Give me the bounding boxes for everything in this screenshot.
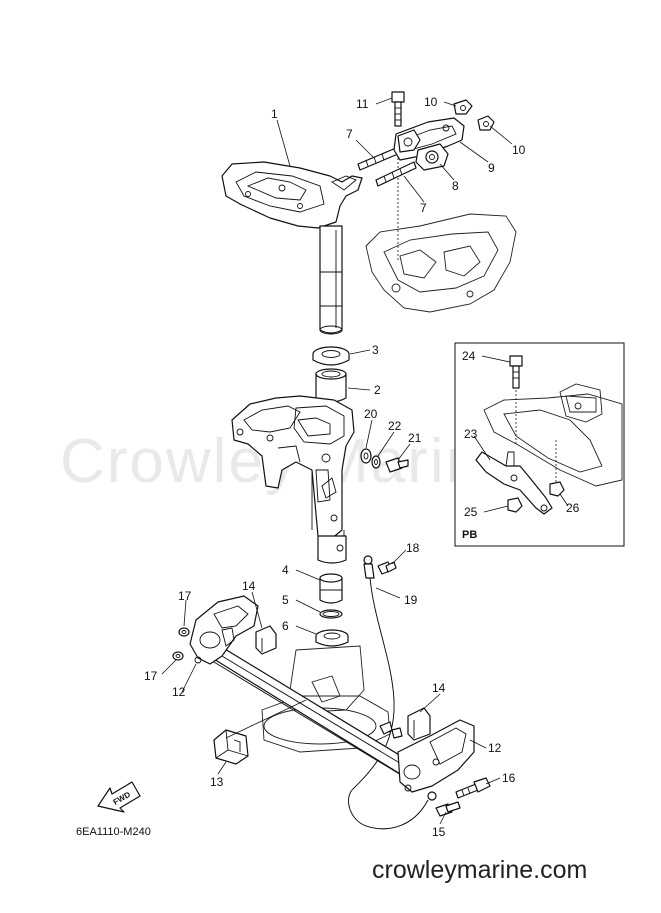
callout-17-lower: 17 xyxy=(144,669,158,683)
nut-part-25[interactable] xyxy=(507,497,523,513)
callout-19: 19 xyxy=(404,593,418,607)
callout-23: 23 xyxy=(464,427,478,441)
clamp-bracket-part-12-right[interactable] xyxy=(397,719,475,793)
stud-bolt-part-7-upper[interactable] xyxy=(357,147,399,171)
mount-part-8[interactable] xyxy=(397,129,449,171)
washer-part-20[interactable] xyxy=(360,448,372,464)
callout-7-lower: 7 xyxy=(420,201,427,215)
callout-26: 26 xyxy=(566,501,580,515)
washer-part-17-upper[interactable] xyxy=(178,627,190,637)
bolt-part-11[interactable] xyxy=(391,91,405,127)
callout-12-left: 12 xyxy=(172,685,186,699)
screw-part-21[interactable] xyxy=(385,457,409,473)
callout-24: 24 xyxy=(462,349,476,363)
callout-2: 2 xyxy=(374,383,381,397)
callout-10-right: 10 xyxy=(512,143,526,157)
swivel-bracket-body xyxy=(231,395,355,564)
callout-13: 13 xyxy=(210,775,224,789)
fwd-arrow-icon xyxy=(97,781,141,813)
block-part-13[interactable] xyxy=(213,729,249,765)
screw-tube-fastener xyxy=(379,721,403,739)
pad-part-14-right[interactable] xyxy=(407,707,431,741)
callout-12-right: 12 xyxy=(488,741,502,755)
leader-lines xyxy=(161,97,569,825)
diagram-code: 6EA1110-M240 xyxy=(76,826,151,838)
callout-11: 11 xyxy=(356,97,369,111)
inset-label: PB xyxy=(462,529,477,541)
callout-6: 6 xyxy=(282,619,289,633)
bushing-part-2[interactable] xyxy=(315,368,347,403)
callout-14-left: 14 xyxy=(242,579,256,593)
inset-pb-panel xyxy=(454,342,625,547)
callout-20: 20 xyxy=(364,407,378,421)
callout-7-upper: 7 xyxy=(346,127,353,141)
plate-part-23[interactable] xyxy=(475,451,553,515)
steering-arm-part-1[interactable] xyxy=(221,161,363,335)
o-ring-part-5[interactable] xyxy=(319,609,343,619)
bolt-part-24[interactable] xyxy=(509,355,523,389)
callout-22: 22 xyxy=(388,419,402,433)
callout-9: 9 xyxy=(488,161,495,175)
callout-16: 16 xyxy=(502,771,516,785)
pad-part-14-left[interactable] xyxy=(255,625,277,655)
callout-10-upper: 10 xyxy=(424,95,438,109)
callout-25: 25 xyxy=(464,505,478,519)
ground-lead-part-19[interactable] xyxy=(348,555,437,830)
callout-4: 4 xyxy=(282,563,289,577)
callout-5: 5 xyxy=(282,593,289,607)
nut-part-10-right[interactable] xyxy=(477,115,495,131)
bushing-part-3[interactable] xyxy=(312,346,350,366)
callout-14-right: 14 xyxy=(432,681,446,695)
stud-bolt-part-7-lower[interactable] xyxy=(375,161,417,187)
screw-part-15[interactable] xyxy=(435,801,461,817)
clamp-bracket-part-12-left[interactable] xyxy=(189,595,259,665)
bushing-part-6[interactable] xyxy=(315,629,349,647)
callout-1: 1 xyxy=(271,107,278,121)
callout-3: 3 xyxy=(372,343,379,357)
nut-part-10-upper[interactable] xyxy=(453,99,473,115)
washer-part-22[interactable] xyxy=(371,455,381,469)
callout-numbers: 1 2 3 4 5 6 7 7 8 9 10 10 11 12 12 13 14… xyxy=(144,95,580,839)
callout-18: 18 xyxy=(406,541,420,555)
bushing-part-4[interactable] xyxy=(319,573,343,604)
washer-part-17-lower[interactable] xyxy=(172,651,184,661)
footer-site[interactable]: crowleymarine.com xyxy=(372,856,587,884)
callout-21: 21 xyxy=(408,431,422,445)
callout-15: 15 xyxy=(432,825,446,839)
nut-part-26[interactable] xyxy=(549,481,565,497)
callout-8: 8 xyxy=(452,179,459,193)
screw-part-18[interactable] xyxy=(377,561,397,575)
bolt-part-16[interactable] xyxy=(455,777,491,799)
callout-17-upper: 17 xyxy=(178,589,192,603)
